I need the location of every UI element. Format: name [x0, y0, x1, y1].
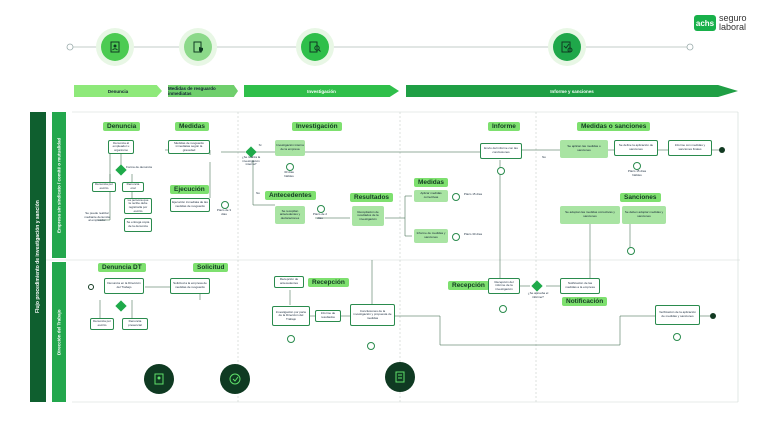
note-forma: Forma de denuncia	[126, 165, 152, 169]
branch-si-1: Sí	[258, 143, 262, 147]
note-plazo-30: Plazo 30 días	[463, 232, 483, 236]
clock-icon	[627, 247, 635, 255]
box-define-sanciones: Se define la aplicación de sanciones	[614, 140, 658, 156]
phase-circle-denuncia	[96, 28, 134, 66]
box-conclusiones: Conclusiones de la investigación y propu…	[350, 304, 395, 326]
search-document-icon	[301, 33, 329, 61]
end-node-dt	[710, 313, 716, 319]
clock-icon	[287, 335, 295, 343]
box-adoptan-medidas: Se adoptan las medidas correctivas y san…	[560, 206, 620, 224]
box-copia: Se entrega copia de la denuncia	[124, 218, 152, 232]
phase-circle-medidas	[179, 28, 217, 66]
question-investigacion: ¿Se realiza la investigación interna?	[241, 155, 261, 167]
box-medidas-resguardo: Medidas de resguardo inmediatas según la…	[168, 140, 210, 154]
box-verificacion: Verificación de la aplicación de medidas…	[655, 305, 700, 325]
clock-icon	[367, 342, 375, 350]
box-aplicar-medidas: Aplicar medidas correctivas	[414, 190, 448, 202]
clock-icon	[452, 193, 460, 201]
note-30-dias: 30 días hábiles	[284, 170, 294, 178]
tag-medidas-sanciones: Medidas o sanciones	[577, 122, 651, 131]
box-dt-presencial: Denuncia presencial	[122, 318, 148, 330]
tag-investigacion: Investigación	[292, 122, 342, 131]
box-recepcion-antecedentes: Recepción de antecedentes	[274, 276, 304, 288]
tag-ejecucion: Ejecución	[170, 185, 209, 194]
phase-circle-investigacion	[296, 28, 334, 66]
tag-denuncia: Denuncia	[103, 122, 141, 131]
tag-notificacion: Notificación	[562, 297, 608, 306]
clock-icon	[633, 162, 641, 170]
clock-icon	[673, 333, 681, 341]
clock-icon	[317, 205, 325, 213]
box-investigacion-dt: Investigación por parte de la Dirección …	[272, 306, 310, 326]
box-deben-adoptar: Se deben adoptar medidas y sanciones	[622, 206, 666, 224]
lane-empresa: Empresa sin sindicato / comité o mutuali…	[52, 112, 66, 258]
resguardo-dt-icon	[220, 364, 250, 394]
box-recepcion-informe: Recepción del informe de la investigació…	[488, 278, 520, 294]
tag-medidas-2: Medidas	[414, 178, 449, 187]
phase-circle-informe	[548, 28, 586, 66]
tag-antecedentes: Antecedentes	[265, 191, 316, 200]
tag-recepcion: Recepción	[308, 278, 349, 287]
box-informe-medidas: Informe de medidas y sanciones	[414, 229, 448, 243]
flow-title: Flujo procedimiento de investigación y s…	[30, 112, 46, 402]
box-denuncia-dt: Denuncia en la Dirección del Trabajo	[104, 278, 144, 294]
tag-medidas: Medidas	[175, 122, 210, 131]
logo-mark: achs	[694, 15, 716, 31]
branch-no-1: No	[256, 191, 260, 195]
clock-icon	[452, 233, 460, 241]
tag-solicitud: Solicitud	[193, 263, 229, 272]
box-denuncia-empleador: Denuncia al empleador u organismo	[108, 140, 134, 154]
clock-icon	[221, 201, 229, 209]
note-denuncia-empleador: Se puede realizar mediante denuncia al e…	[84, 211, 110, 223]
tag-informe: Informe	[488, 122, 520, 131]
note-plazo-3: Plazo de 3 días	[216, 208, 232, 216]
denuncia-dt-icon	[144, 364, 174, 394]
shield-document-icon	[184, 33, 212, 61]
note-plazo-2: Plazo de 2 días	[312, 212, 328, 220]
box-denuncia-escrito: Denuncia por escrito	[92, 182, 116, 192]
document-person-icon	[101, 33, 129, 61]
phase-band-informe: Informe y sanciones	[406, 85, 738, 97]
note-plazo-15: Plazo 15 días	[463, 192, 483, 196]
box-aplican-medidas: Se aplican las medidas o sanciones	[560, 140, 608, 158]
end-node	[719, 147, 725, 153]
box-resultados: Recopilación de resultados de la investi…	[352, 206, 384, 226]
tag-sanciones: Sanciones	[620, 193, 661, 202]
box-denuncia-oral: Denuncia oral	[122, 182, 144, 192]
box-informe-resultados: Informe de resultados	[315, 310, 341, 322]
note-plazo-15h: Plazo 15 días hábiles	[627, 169, 647, 177]
phase-band-investigacion: Investigación	[244, 85, 399, 97]
box-investigacion-interna: Investigación interna de la empresa	[275, 140, 305, 156]
tag-recepcion-2: Recepción	[448, 281, 489, 290]
clock-icon	[286, 163, 294, 171]
box-registro: La persona que la recibe debe registrarl…	[124, 198, 152, 214]
branch-no-2: No	[542, 155, 546, 159]
box-ejecucion: Ejecución inmediata de las medidas de re…	[170, 198, 210, 212]
box-antecedentes: Se recopilan antecedentes y declaracione…	[275, 206, 305, 224]
question-aprueba: ¿Se aprueba el informe?	[527, 291, 549, 299]
clock-icon	[499, 305, 507, 313]
lane-dt: Dirección del Trabajo	[52, 262, 66, 402]
informe-dt-icon	[385, 362, 415, 392]
box-informe-final: Informe con medidas y sanciones finales	[668, 140, 712, 156]
box-envio-informe: Envío del informe con las conclusiones	[480, 143, 522, 159]
phase-band-denuncia: Denuncia	[74, 85, 162, 97]
box-notificacion: Notificación de las medidas a la empresa	[560, 278, 600, 294]
box-solicitud: Solicitud a la empresa de medidas de res…	[170, 278, 210, 294]
inspection-icon	[553, 33, 581, 61]
tag-denuncia-dt: Denuncia DT	[98, 263, 146, 272]
tag-resultados: Resultados	[350, 193, 394, 202]
start-node	[88, 284, 94, 290]
clock-icon	[497, 167, 505, 175]
phase-band-medidas: Medidas de resguardo inmediatas	[168, 85, 238, 97]
box-dt-escrito: Denuncia por escrito	[90, 318, 114, 330]
